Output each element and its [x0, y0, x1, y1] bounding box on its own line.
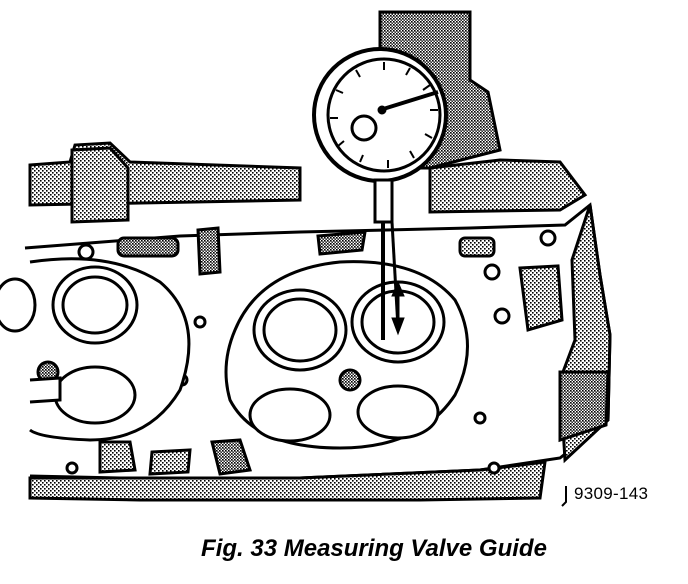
cylinder-head-icon [0, 10, 612, 502]
dial-indicator-icon [312, 47, 448, 340]
figure-caption: Fig. 33 Measuring Valve Guide [201, 535, 547, 562]
figure-reference-code: 9309-143 [574, 484, 649, 503]
reference-bracket [561, 486, 567, 507]
